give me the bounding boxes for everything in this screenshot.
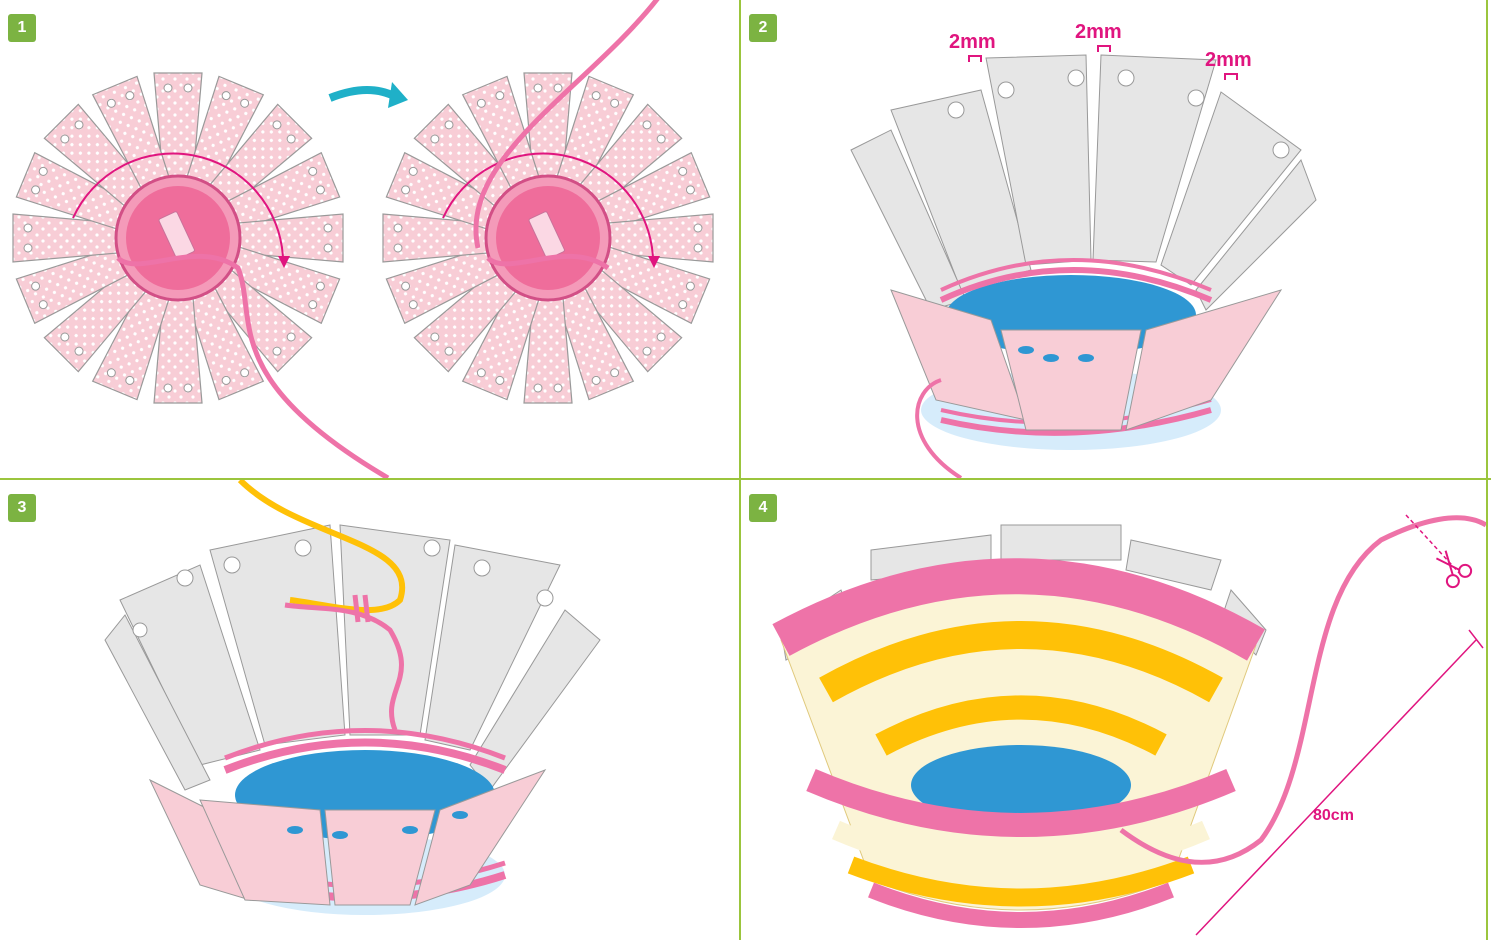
divider-right [1486,0,1488,940]
step-3-illustration [0,480,739,940]
flower-spokes-left [13,73,388,478]
gap-label-left: 2mm [949,31,996,53]
step-2-illustration: 2mm 2mm 2mm [741,0,1486,478]
curved-arrow-icon [330,90,398,98]
step-1-panel: 1 [0,0,739,478]
flower-spokes-right [383,0,713,403]
step-4-illustration: 80cm [741,480,1486,940]
gap-label-right: 2mm [1205,49,1252,71]
gap-label-middle: 2mm [1075,21,1122,43]
scissors-icon [1430,546,1473,590]
step-1-illustration [0,0,739,478]
length-label: 80cm [1313,807,1354,824]
step-3-panel: 3 [0,480,739,940]
step-4-panel: 4 80cm [741,480,1486,940]
step-2-panel: 2 2mm 2mm 2mm [741,0,1486,478]
